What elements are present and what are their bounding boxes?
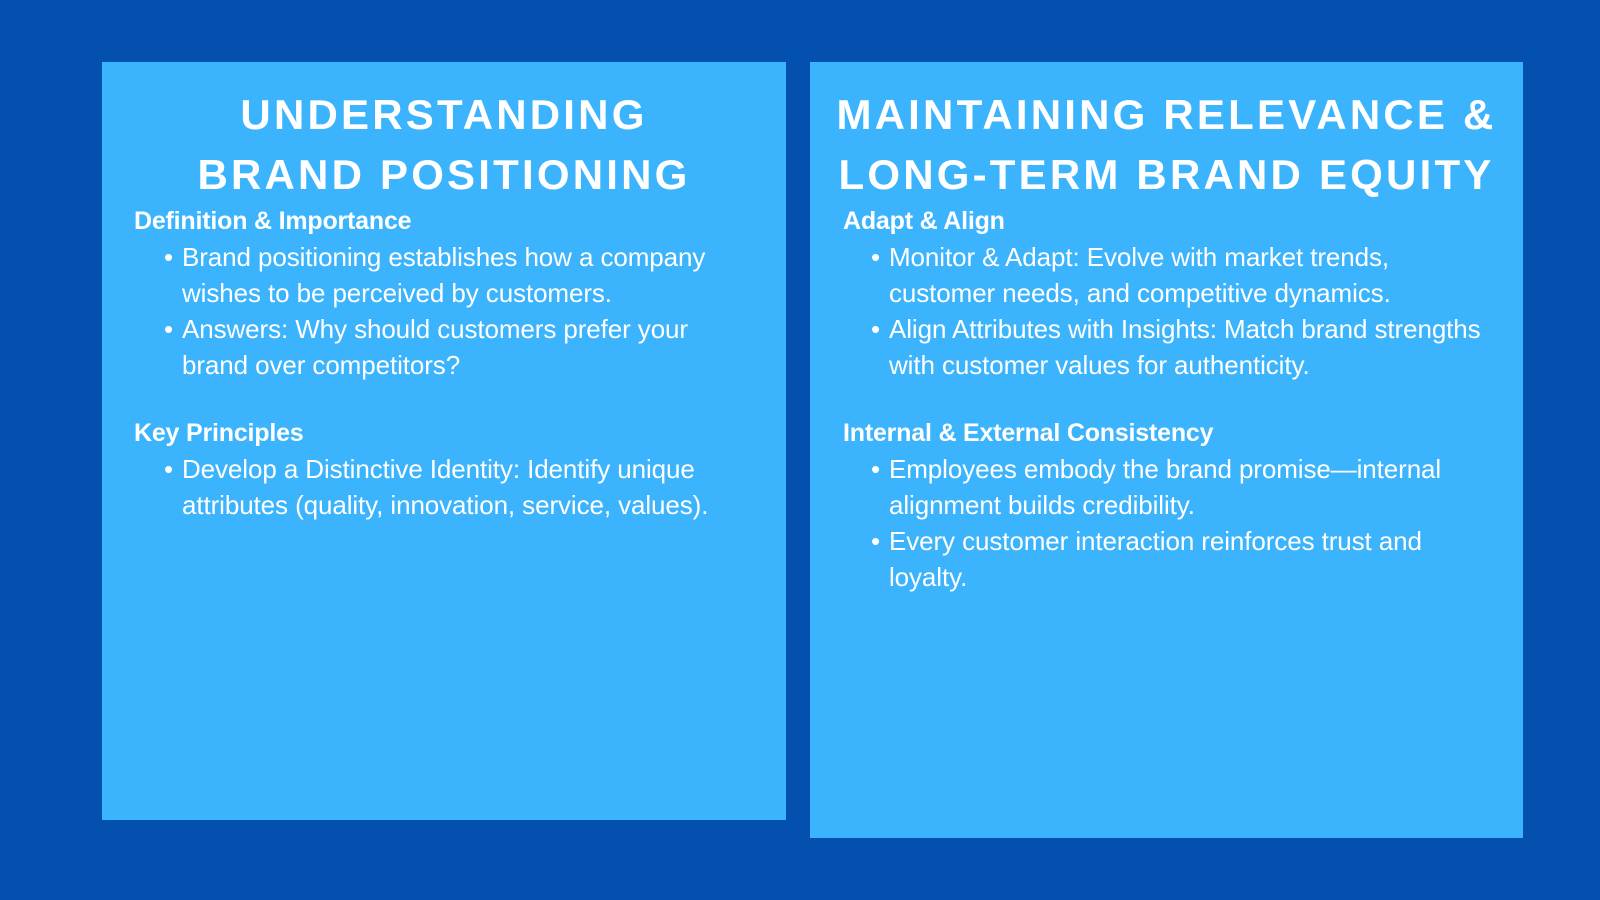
bullet-dot-icon: • — [871, 314, 881, 344]
list-item-text: Employees embody the brand promise—inter… — [889, 454, 1442, 520]
list-item-text: Every customer interaction reinforces tr… — [889, 526, 1422, 592]
bullet-list: • Brand positioning establishes how a co… — [134, 239, 758, 383]
bullet-dot-icon: • — [871, 242, 881, 272]
section-definition-importance: Definition & Importance • Brand position… — [134, 205, 758, 383]
bullet-list: • Develop a Distinctive Identity: Identi… — [134, 451, 758, 523]
section-heading: Key Principles — [134, 419, 304, 447]
list-item: • Answers: Why should customers prefer y… — [134, 311, 758, 383]
list-item: • Brand positioning establishes how a co… — [134, 239, 758, 311]
bullet-dot-icon: • — [871, 454, 881, 484]
section-internal-external-consistency: Internal & External Consistency • Employ… — [843, 417, 1499, 595]
list-item-text: Align Attributes with Insights: Match br… — [889, 314, 1481, 380]
section-heading: Adapt & Align — [843, 207, 1005, 235]
list-item-text: Monitor & Adapt: Evolve with market tren… — [889, 242, 1391, 308]
panel-body-right: Adapt & Align • Monitor & Adapt: Evolve … — [828, 205, 1505, 595]
panel-understanding-brand-positioning: UNDERSTANDING BRAND POSITIONING Definiti… — [102, 62, 786, 820]
list-item: • Align Attributes with Insights: Match … — [843, 311, 1499, 383]
section-heading: Definition & Importance — [134, 207, 412, 235]
list-item: • Monitor & Adapt: Evolve with market tr… — [843, 239, 1499, 311]
list-item: • Every customer interaction reinforces … — [843, 523, 1499, 595]
panel-title-left: UNDERSTANDING BRAND POSITIONING — [197, 91, 691, 198]
bullet-dot-icon: • — [164, 314, 174, 344]
list-item-text: Develop a Distinctive Identity: Identify… — [182, 454, 709, 520]
bullet-list: • Employees embody the brand promise—int… — [843, 451, 1499, 595]
bullet-dot-icon: • — [164, 242, 174, 272]
bullet-dot-icon: • — [164, 454, 174, 484]
bullet-list: • Monitor & Adapt: Evolve with market tr… — [843, 239, 1499, 383]
panel-maintaining-relevance-brand-equity: MAINTAINING RELEVANCE & LONG-TERM BRAND … — [810, 62, 1523, 838]
section-key-principles: Key Principles • Develop a Distinctive I… — [134, 417, 758, 523]
list-item: • Develop a Distinctive Identity: Identi… — [134, 451, 758, 523]
panel-title-right: MAINTAINING RELEVANCE & LONG-TERM BRAND … — [836, 91, 1497, 198]
section-heading: Internal & External Consistency — [843, 419, 1214, 447]
list-item-text: Answers: Why should customers prefer you… — [182, 314, 688, 380]
bullet-dot-icon: • — [871, 526, 881, 556]
section-adapt-align: Adapt & Align • Monitor & Adapt: Evolve … — [843, 205, 1499, 383]
list-item: • Employees embody the brand promise—int… — [843, 451, 1499, 523]
list-item-text: Brand positioning establishes how a comp… — [182, 242, 706, 308]
panel-body-left: Definition & Importance • Brand position… — [120, 205, 768, 523]
